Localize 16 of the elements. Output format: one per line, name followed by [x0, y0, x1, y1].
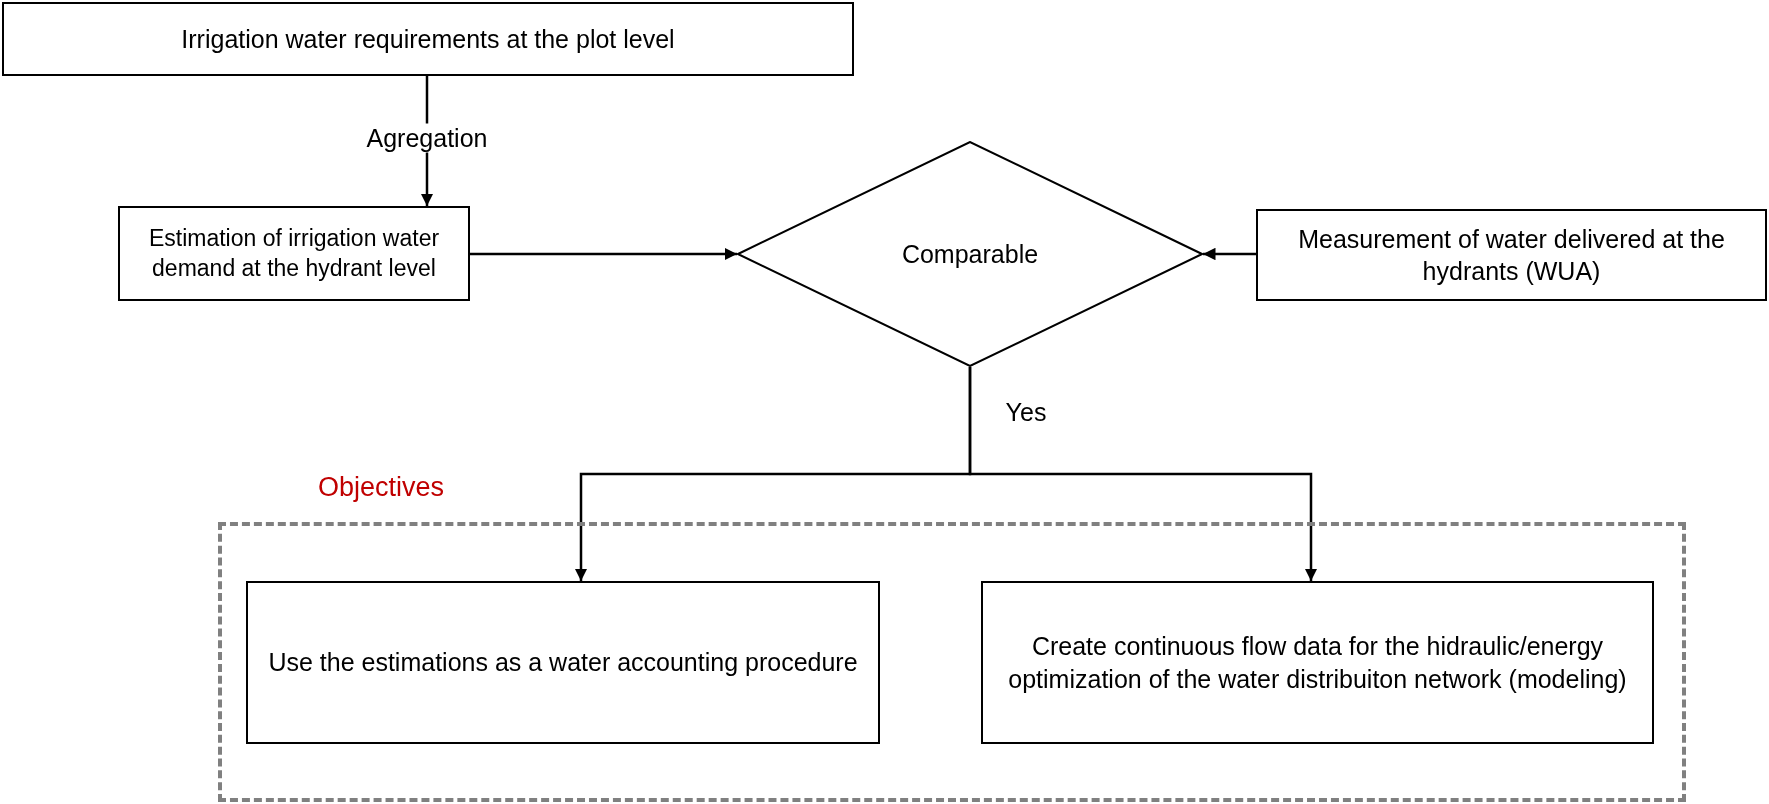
node-text: Estimation of irrigation water demand at the hydrant level	[147, 223, 441, 283]
process-box	[2, 2, 854, 76]
arrow	[968, 367, 1318, 581]
arrow	[470, 247, 737, 261]
node-text: Create continuous flow data for the hidraulic/energy optimization of the water distribuiton network (modeling)	[1007, 631, 1628, 695]
node-text: Use the estimations as a water accounting procedure	[268, 647, 858, 679]
group-heading: Objectives	[318, 472, 445, 503]
process-box	[1256, 209, 1767, 301]
arrow	[1203, 247, 1256, 261]
node-text: Measurement of water delivered at the hydrants (WUA)	[1297, 223, 1726, 287]
process-box	[246, 581, 880, 744]
process-box	[981, 581, 1654, 744]
node-text: Comparable	[901, 238, 1039, 270]
node-text: Irrigation water requirements at the plot level	[181, 23, 675, 55]
decision-diamond	[737, 141, 1203, 367]
process-box	[118, 206, 470, 301]
